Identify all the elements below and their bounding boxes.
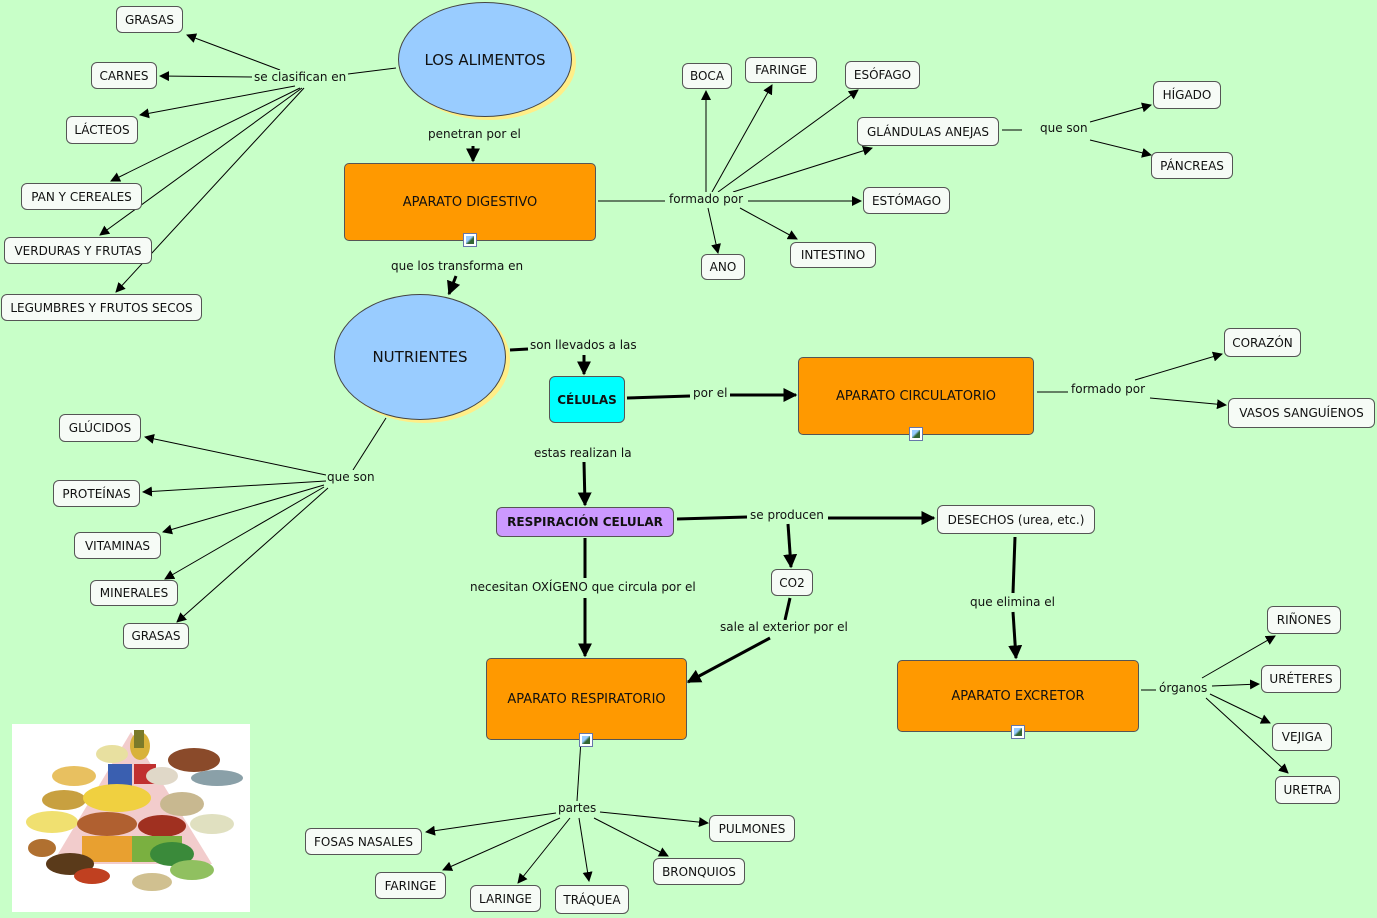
image-resource-icon[interactable]: [463, 233, 477, 247]
food-pyramid-image: [12, 724, 250, 912]
circulatory-part-vasos[interactable]: VASOS SANGUÍENOS: [1228, 398, 1375, 428]
digestive-part-esofago[interactable]: ESÓFAGO: [845, 61, 920, 89]
nutrient-grasas[interactable]: GRASAS: [123, 623, 189, 649]
image-resource-icon[interactable]: [579, 733, 593, 747]
food-group-carnes[interactable]: CARNES: [91, 62, 157, 89]
link-label-transforma: que los transforma en: [390, 259, 525, 273]
concept-aparato-circulatorio[interactable]: APARATO CIRCULATORIO: [798, 357, 1034, 435]
concept-los-alimentos[interactable]: LOS ALIMENTOS: [398, 2, 572, 117]
concept-co2[interactable]: CO2: [771, 569, 813, 596]
concept-aparato-excretor[interactable]: APARATO EXCRETOR: [897, 660, 1139, 732]
nutrient-vitaminas[interactable]: VITAMINAS: [74, 532, 161, 559]
excretory-organ-uretra[interactable]: URETRA: [1275, 776, 1340, 804]
concept-aparato-respiratorio[interactable]: APARATO RESPIRATORIO: [486, 658, 687, 740]
link-label-producen: se producen: [749, 508, 825, 522]
digestive-part-ano[interactable]: ANO: [701, 254, 745, 280]
gland-pancreas[interactable]: PÁNCREAS: [1151, 152, 1233, 179]
respiratory-part-faringe[interactable]: FARINGE: [375, 872, 446, 899]
excretory-organ-ureteres[interactable]: URÉTERES: [1261, 665, 1341, 693]
link-label-formado-por-circulatorio: formado por: [1070, 382, 1146, 396]
food-group-legumbres[interactable]: LEGUMBRES Y FRUTOS SECOS: [1, 294, 202, 321]
food-group-verduras-frutas[interactable]: VERDURAS Y FRUTAS: [4, 237, 152, 264]
link-label-penetran: penetran por el: [427, 127, 522, 141]
respiratory-part-bronquios[interactable]: BRONQUIOS: [653, 858, 745, 885]
digestive-part-estomago[interactable]: ESTÓMAGO: [863, 187, 950, 214]
food-group-lacteos[interactable]: LÁCTEOS: [66, 116, 138, 144]
circulatory-part-corazon[interactable]: CORAZÓN: [1224, 328, 1301, 357]
image-resource-icon[interactable]: [909, 427, 923, 441]
image-resource-icon[interactable]: [1011, 725, 1025, 739]
digestive-part-glandulas[interactable]: GLÁNDULAS ANEJAS: [857, 117, 999, 146]
link-label-organos: órganos: [1158, 681, 1209, 695]
link-label-se-clasifican: se clasifican en: [253, 70, 348, 84]
link-label-sale: sale al exterior por el: [719, 620, 849, 634]
digestive-part-boca[interactable]: BOCA: [682, 63, 732, 89]
link-label-realizan: estas realizan la: [533, 446, 633, 460]
gland-higado[interactable]: HÍGADO: [1153, 81, 1221, 109]
digestive-part-intestino[interactable]: INTESTINO: [790, 242, 876, 268]
concept-nutrientes[interactable]: NUTRIENTES: [334, 294, 506, 420]
nutrient-minerales[interactable]: MINERALES: [90, 580, 178, 606]
food-group-pan-cereales[interactable]: PAN Y CEREALES: [21, 183, 142, 210]
food-group-grasas[interactable]: GRASAS: [116, 6, 183, 33]
concept-desechos[interactable]: DESECHOS (urea, etc.): [937, 505, 1095, 534]
nutrient-proteinas[interactable]: PROTEÍNAS: [53, 480, 140, 507]
respiratory-part-pulmones[interactable]: PULMONES: [709, 815, 795, 842]
digestive-part-faringe[interactable]: FARINGE: [745, 57, 817, 83]
link-label-necesitan: necesitan OXÍGENO que circula por el: [469, 580, 697, 594]
link-label-elimina: que elimina el: [969, 595, 1056, 609]
excretory-organ-vejiga[interactable]: VEJIGA: [1272, 723, 1332, 751]
concept-aparato-digestivo[interactable]: APARATO DIGESTIVO: [344, 163, 596, 241]
concept-celulas[interactable]: CÉLULAS: [549, 376, 625, 423]
respiratory-part-laringe[interactable]: LARINGE: [470, 885, 541, 912]
link-label-por-el: por el: [692, 386, 729, 400]
link-label-llevados: son llevados a las: [529, 338, 638, 352]
nutrient-glucidos[interactable]: GLÚCIDOS: [59, 414, 141, 442]
concept-respiracion-celular[interactable]: RESPIRACIÓN CELULAR: [496, 507, 674, 537]
link-label-partes: partes: [557, 801, 598, 815]
respiratory-part-fosas[interactable]: FOSAS NASALES: [305, 828, 422, 855]
link-label-que-son-nutrientes: que son: [326, 470, 376, 484]
excretory-organ-rinones[interactable]: RIÑONES: [1267, 606, 1341, 634]
link-label-que-son-glandulas: que son: [1039, 121, 1089, 135]
link-label-formado-por-digestivo: formado por: [668, 192, 744, 206]
respiratory-part-traquea[interactable]: TRÁQUEA: [555, 885, 629, 914]
